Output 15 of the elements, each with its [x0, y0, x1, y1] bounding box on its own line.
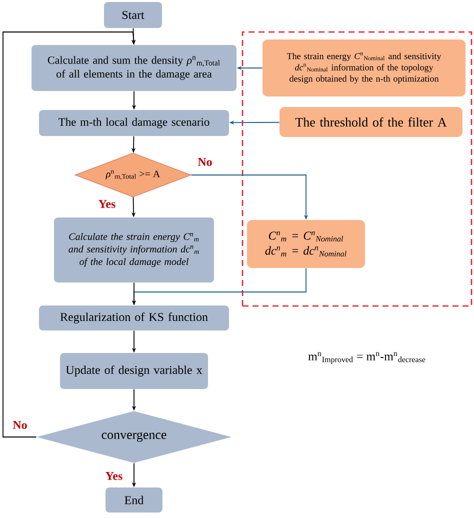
formula-box: C$^{n}$$_{m}$ = C$^{n}$Nominal dc$^{n}$$_{m}$ = dc$^{n}$Nominal	[247, 220, 365, 268]
info-box: The threshold of the filter A	[280, 107, 462, 137]
process-box: Regularization of KS function	[39, 306, 229, 330]
end-box: End	[106, 488, 162, 512]
edge-label: Yes	[104, 471, 124, 481]
process-box: The m-th local damage scenario	[39, 110, 229, 136]
dashed-frame	[242, 31, 472, 307]
info-box: The strain energy C$^{n}$$_{Nominal}$ and sensitivity dc$^{n}$$_{Nominal}$ information of the topology design obtained by the n-th optimization	[262, 40, 466, 96]
edge-label: No	[12, 420, 28, 430]
edge-label: No	[196, 157, 214, 167]
edge-label: Yes	[97, 199, 117, 209]
start-box: Start	[104, 2, 162, 28]
arrow	[2, 32, 136, 438]
process-box: Update of design variable x	[60, 353, 208, 389]
formula-label: m$^{n}$$_{Improved}$ = m$^{n}$-m$^{n}$decrease	[308, 352, 426, 364]
